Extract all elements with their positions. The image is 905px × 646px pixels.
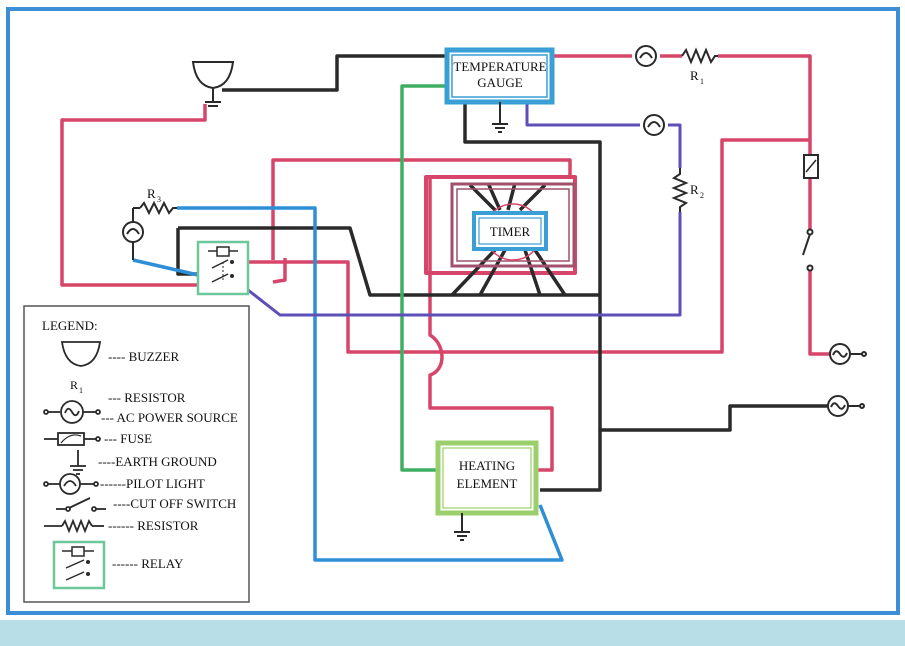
r3-sub: 3 (157, 195, 161, 204)
timer: TIMER (450, 182, 576, 268)
heating-element: HEATING ELEMENT (435, 440, 539, 516)
legend-item-buzzer: ---- BUZZER (108, 349, 179, 364)
footer-band (0, 620, 905, 646)
wires-black (176, 54, 830, 492)
legend-r1-label: R (70, 378, 78, 392)
r1-sub: 1 (700, 77, 704, 86)
r3-label: R (147, 186, 156, 201)
legend-item-cut-off-switch: ----CUT OFF SWITCH (113, 496, 236, 511)
legend-r1-sub: 1 (79, 386, 83, 395)
legend-item-fuse: --- FUSE (104, 431, 152, 446)
cut-off-switch-icon (56, 497, 106, 512)
ac-power-source-icon (43, 400, 101, 424)
ac-power-source-icon (829, 343, 867, 365)
earth-ground-icon (454, 513, 470, 541)
pilot-light-icon (635, 45, 657, 67)
pilot-light-icon (43, 473, 99, 495)
timer-label: TIMER (490, 224, 531, 239)
r2-label: R (690, 182, 699, 197)
legend-item-earth-ground: ----EARTH GROUND (98, 454, 217, 469)
legend-item-pilot-light: ------PILOT LIGHT (100, 476, 205, 491)
pilot-light-icon (122, 208, 144, 260)
relay-icon (52, 540, 106, 590)
resistor-r3-icon: R 3 (133, 186, 177, 216)
temperature-gauge: TEMPERATURE GAUGE (444, 47, 555, 105)
earth-ground-icon (492, 102, 508, 133)
r1-label: R (690, 68, 699, 83)
pilot-light-icon (643, 114, 665, 136)
buzzer-icon (191, 61, 235, 107)
resistor-icon (44, 518, 104, 534)
temperature-gauge-label-1: TEMPERATURE (453, 59, 546, 74)
ac-power-source-icon (827, 395, 865, 417)
fuse-icon (44, 432, 101, 446)
earth-ground-icon (70, 450, 86, 475)
wires-purple (247, 102, 682, 317)
legend-title: LEGEND: (42, 318, 98, 333)
legend-item-relay: ------ RELAY (112, 556, 184, 571)
relay-icon (196, 240, 250, 296)
resistor-r1-icon: R 1 (681, 47, 718, 86)
r2-sub: 2 (700, 191, 704, 200)
fuse-icon (803, 154, 819, 179)
buzzer-icon (60, 341, 102, 367)
wires-blue (132, 206, 564, 562)
legend-item-resistor-1: --- RESISTOR (108, 390, 186, 405)
legend: LEGEND: ---- BUZZER R 1 --- RESISTOR ---… (23, 305, 250, 603)
wires-green (400, 84, 447, 472)
wires-red (60, 54, 835, 472)
legend-item-ac-source: --- AC POWER SOURCE (101, 410, 238, 425)
heating-element-label-2: ELEMENT (457, 476, 518, 491)
heating-element-label-1: HEATING (459, 458, 515, 473)
temperature-gauge-label-2: GAUGE (477, 75, 523, 90)
cut-off-switch-icon (802, 228, 814, 272)
resistor-r2-icon: R 2 (671, 168, 704, 212)
legend-item-resistor-2: ------ RESISTOR (108, 518, 199, 533)
